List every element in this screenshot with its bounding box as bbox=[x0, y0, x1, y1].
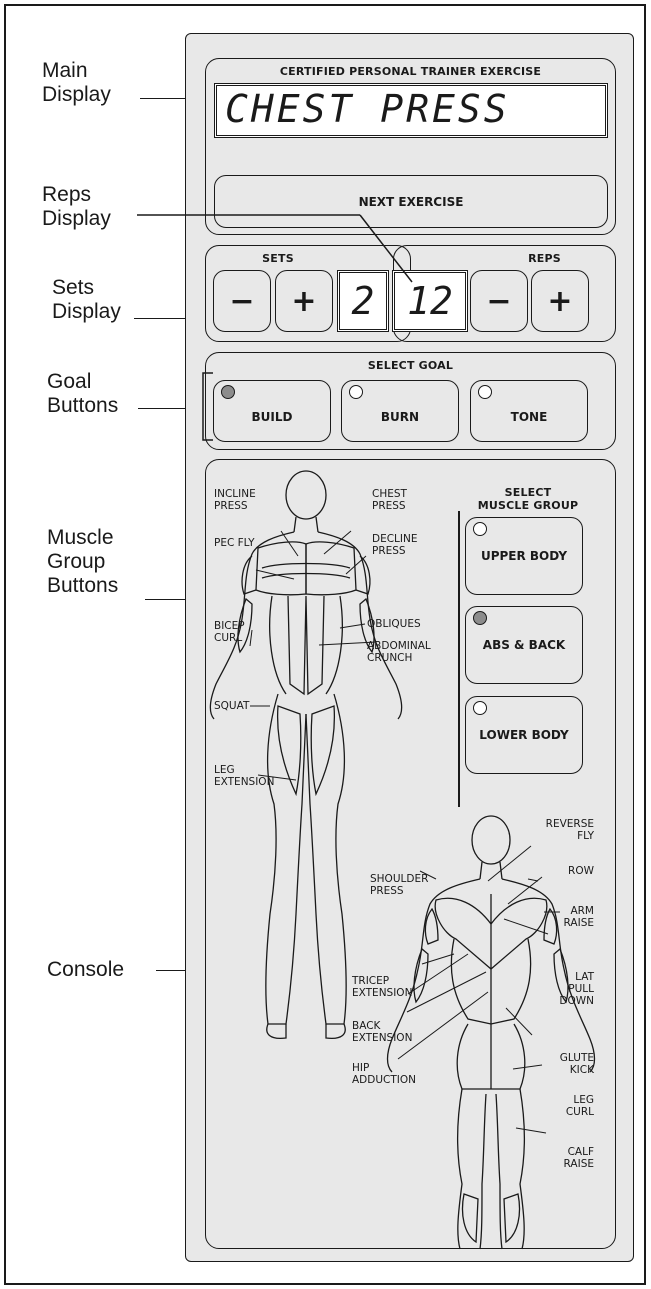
callout-muscle-group-buttons: Muscle Group Buttons bbox=[47, 526, 118, 598]
label-leg-extension: LEG EXTENSION bbox=[214, 764, 274, 788]
label-abdominal-crunch: ABDOMINAL CRUNCH bbox=[367, 640, 431, 664]
label-row: ROW bbox=[516, 865, 594, 877]
console: CERTIFIED PERSONAL TRAINER EXERCISE CHES… bbox=[185, 33, 634, 1262]
label-bicep-curl: BICEP CURL bbox=[214, 620, 245, 644]
label-hip-adduction: HIP ADDUCTION bbox=[352, 1062, 416, 1086]
label-incline-press: INCLINE PRESS bbox=[214, 488, 256, 512]
callout-sets-display: Sets Display bbox=[52, 276, 121, 324]
callout-goal-buttons: Goal Buttons bbox=[47, 370, 118, 418]
label-shoulder-press: SHOULDER PRESS bbox=[370, 873, 428, 897]
label-squat: SQUAT bbox=[214, 700, 249, 712]
label-pec-fly: PEC FLY bbox=[214, 537, 255, 549]
label-arm-raise: ARM RAISE bbox=[516, 905, 594, 929]
label-leg-curl: LEG CURL bbox=[516, 1094, 594, 1118]
label-lat-pull-down: LAT PULL DOWN bbox=[516, 971, 594, 1007]
label-back-extension: BACK EXTENSION bbox=[352, 1020, 412, 1044]
label-calf-raise: CALF RAISE bbox=[516, 1146, 594, 1170]
label-chest-press: CHEST PRESS bbox=[372, 488, 407, 512]
label-glute-kick: GLUTE KICK bbox=[516, 1052, 594, 1076]
label-obliques: OBLIQUES bbox=[367, 618, 421, 630]
label-reverse-fly: REVERSE FLY bbox=[516, 818, 594, 842]
label-tricep-extension: TRICEP EXTENSION bbox=[352, 975, 412, 999]
callout-console: Console bbox=[47, 958, 124, 982]
label-decline-press: DECLINE PRESS bbox=[372, 533, 418, 557]
callout-reps-display: Reps Display bbox=[42, 183, 111, 231]
callout-main-display: Main Display bbox=[42, 59, 111, 107]
